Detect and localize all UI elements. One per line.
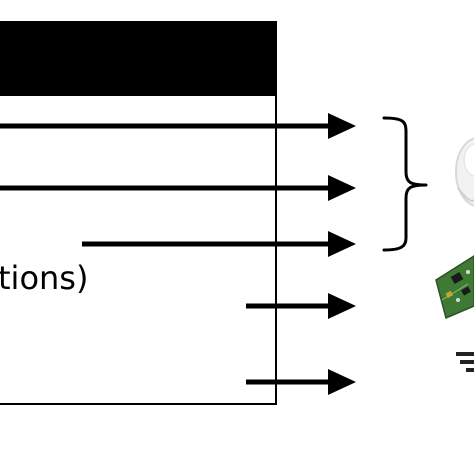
arrow-5 (246, 369, 356, 395)
arrow-1 (0, 113, 356, 139)
circuit-board-image (435, 255, 474, 320)
arrow-4 (246, 293, 356, 319)
component-header-bar (0, 22, 276, 96)
partial-caption-text: tions) (0, 259, 89, 297)
arrow-3 (82, 231, 356, 257)
partial-connector-image (456, 352, 474, 372)
arrow-2 (0, 175, 356, 201)
grouping-brace (382, 116, 428, 252)
dome-device-image (455, 137, 474, 207)
